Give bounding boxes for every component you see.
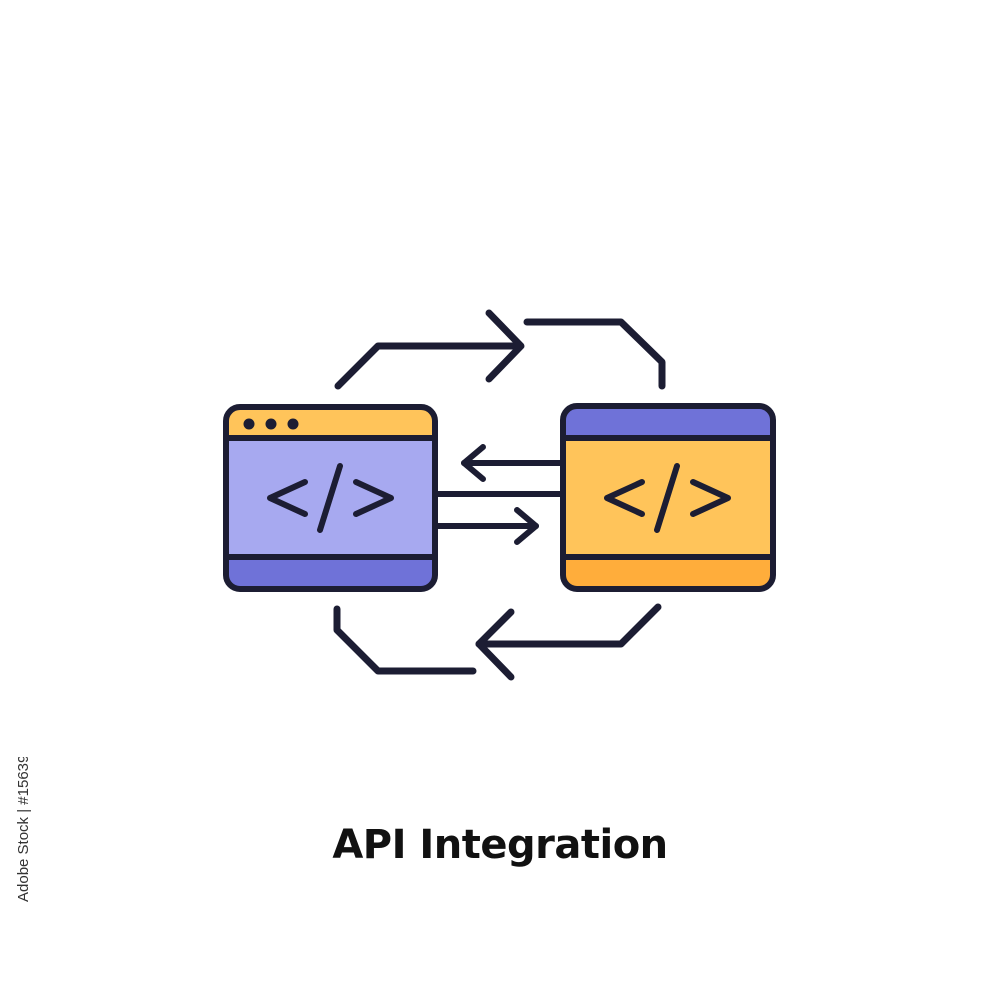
code-glyph-icon: [604, 463, 731, 533]
caption-title: API Integration: [332, 822, 668, 868]
exchange-arrows-icon: [433, 444, 566, 545]
stock-id-watermark: Adobe Stock | #1563975169: [15, 757, 32, 902]
stock-id-text: Adobe Stock | #1563975169: [15, 757, 32, 902]
window-dot-icon: [243, 418, 255, 430]
window-dot-icon: [287, 418, 299, 430]
bottom-cycle-arrow-icon: [333, 603, 662, 681]
right-code-window-icon: [560, 403, 776, 592]
left-code-window-icon: [223, 404, 438, 592]
top-cycle-arrow-icon: [334, 309, 666, 390]
code-glyph-icon: [267, 463, 394, 533]
window-dot-icon: [265, 418, 277, 430]
